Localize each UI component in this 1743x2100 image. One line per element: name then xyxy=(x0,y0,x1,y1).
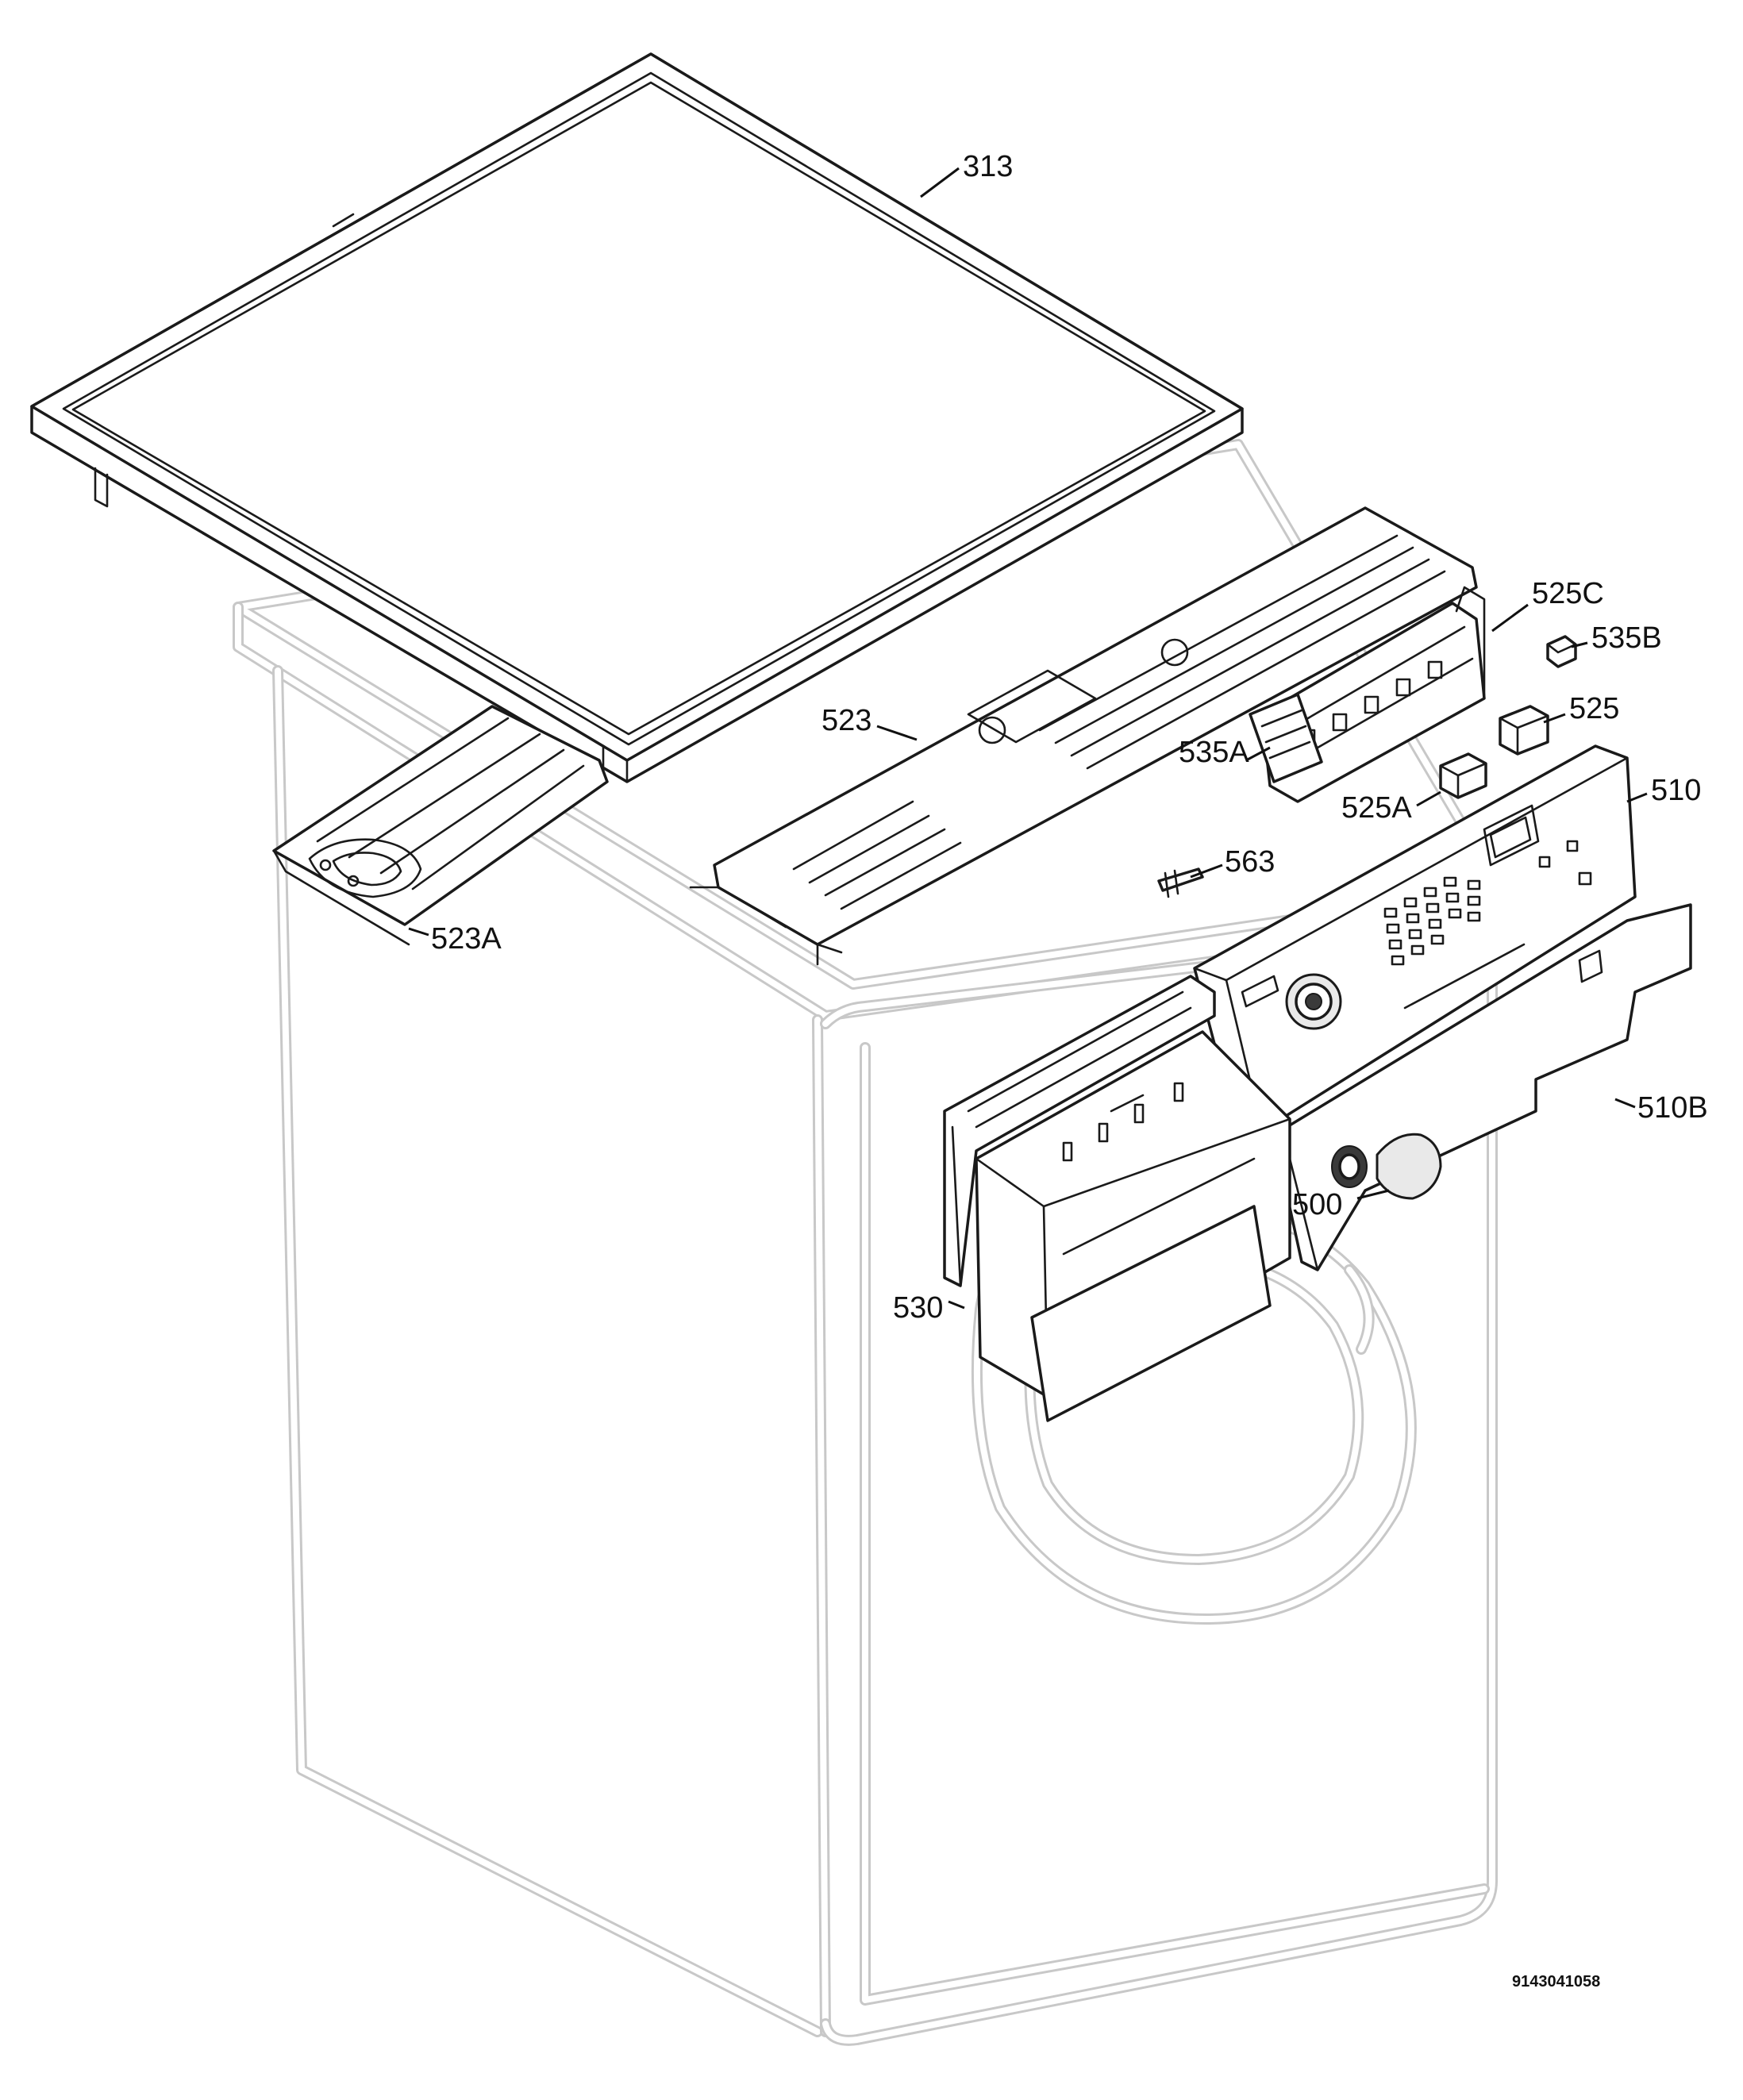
callout-510: 510 xyxy=(1651,774,1701,807)
callout-500: 500 xyxy=(1292,1188,1342,1221)
callout-labels: 313 525C 535B 523 525 535A 525A 510 563 … xyxy=(431,150,1708,1990)
callout-530: 530 xyxy=(893,1291,943,1325)
part-535a-keyboard xyxy=(1249,693,1323,783)
document-number: 9143041058 xyxy=(1512,1973,1600,1990)
part-563-pin xyxy=(1157,867,1204,898)
callout-525a: 525A xyxy=(1341,791,1412,825)
part-525a-box xyxy=(1439,752,1487,799)
callout-535b: 535B xyxy=(1591,621,1662,655)
part-525-box xyxy=(1499,705,1549,756)
part-535b-clip xyxy=(1546,635,1577,668)
part-523-rail xyxy=(689,506,1478,966)
part-530-drawer xyxy=(943,975,1291,1422)
part-313-worktop xyxy=(30,52,1244,783)
callout-525c: 525C xyxy=(1532,577,1604,610)
part-510-control-panel xyxy=(1193,744,1637,1133)
cabinet-outline xyxy=(233,439,1506,2046)
callout-313: 313 xyxy=(963,150,1013,183)
callout-563: 563 xyxy=(1225,845,1275,879)
part-523a-rail xyxy=(272,705,609,946)
callout-535a: 535A xyxy=(1179,736,1249,769)
callout-523: 523 xyxy=(821,704,872,737)
callout-523a: 523A xyxy=(431,922,502,956)
part-510b-trim xyxy=(1272,903,1692,1271)
leader-lines xyxy=(408,167,1648,1310)
callout-510b: 510B xyxy=(1637,1091,1708,1125)
callout-525: 525 xyxy=(1569,692,1619,725)
